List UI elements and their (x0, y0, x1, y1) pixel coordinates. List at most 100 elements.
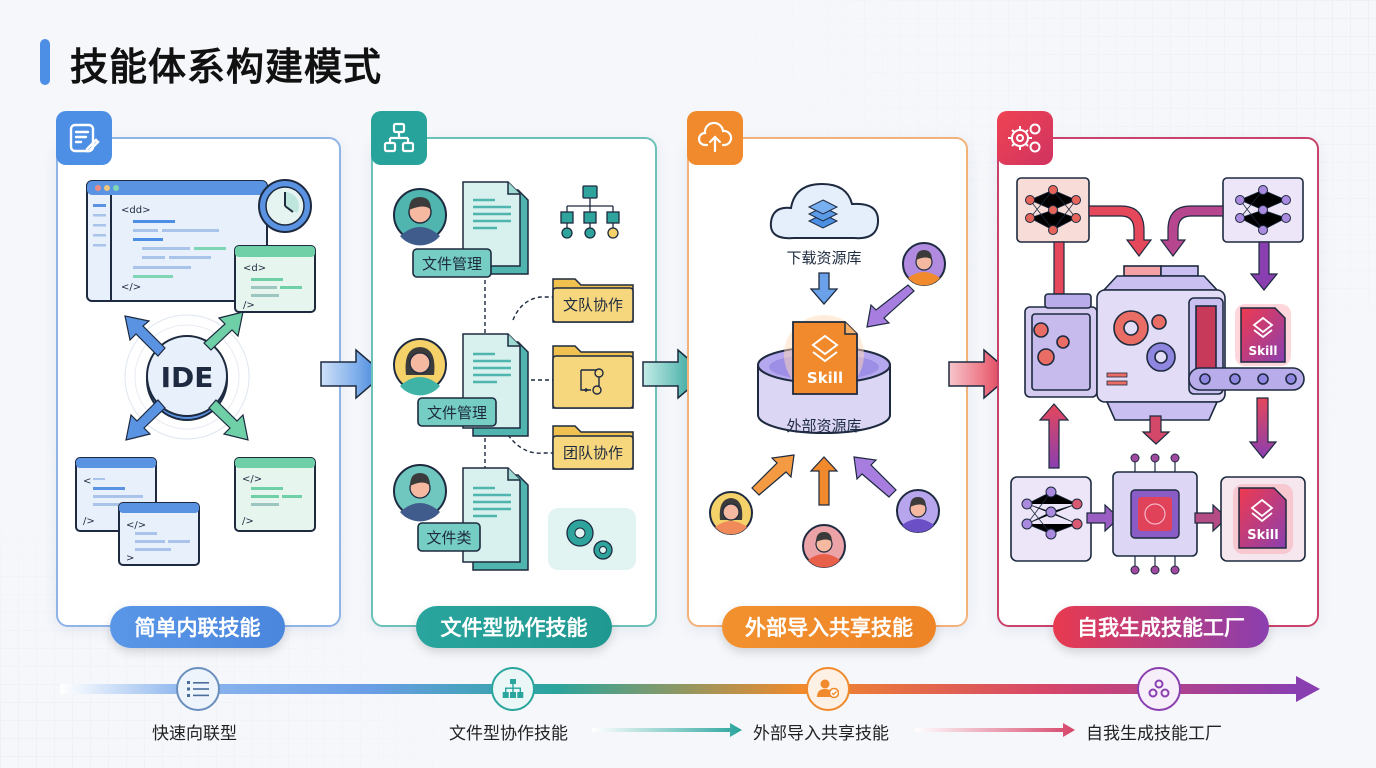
panel-label-external: 外部导入共享技能 (722, 606, 936, 648)
timeline-connector-arrow-1 (592, 723, 742, 737)
skill-label-top: Skill (1249, 344, 1278, 358)
panel-badge-external (687, 111, 743, 165)
doc-tag-3: 文件类 (417, 522, 481, 552)
ide-hub: IDE (124, 314, 250, 440)
side-code-window: <d> /> (234, 245, 316, 313)
progress-timeline (60, 676, 1320, 702)
avatar-female (393, 338, 447, 396)
external-illustration: 下载资源库 Skill 外部资源库 (709, 182, 946, 568)
timeline-node-3[interactable] (806, 667, 850, 711)
document-3 (462, 467, 529, 571)
skill-file-orange: Skill (784, 315, 864, 395)
folder-tag-2-label: 团队协作 (563, 444, 623, 462)
repo-label: 外部资源库 (786, 417, 861, 435)
doc-tag-2: 文件管理 (417, 397, 497, 427)
folder-tag-2: 团队协作 (552, 425, 634, 470)
arrow-up-right (203, 311, 244, 351)
arrow-down-right (208, 399, 249, 441)
folder-workflow (552, 345, 634, 409)
arrow-right-2 (1194, 503, 1228, 533)
timeline-node-4[interactable] (1137, 667, 1181, 711)
gears-icon (1148, 679, 1170, 698)
arrow-curve-purple (1159, 205, 1224, 257)
panel-label-factory: 自我生成技能工厂 (1053, 606, 1269, 648)
panel-badge-file (371, 111, 427, 165)
arrow-down-purple (1249, 241, 1279, 291)
ai-chip (1112, 453, 1198, 575)
avatar-female-yellow (709, 491, 753, 535)
arrow-up-right-purple (853, 456, 897, 498)
neural-network-purple (1222, 177, 1304, 243)
timeline-label-3: 外部导入共享技能 (753, 724, 889, 744)
hierarchy-icon (502, 679, 524, 698)
doc-tag-1-label: 文件管理 (422, 255, 482, 273)
timeline-node-1[interactable] (176, 667, 220, 711)
doc-tag-2-label: 文件管理 (427, 404, 487, 422)
skill-label-orange: Skill (807, 369, 843, 387)
avatar-male-purple (896, 489, 940, 533)
skill-file-top: Skill (1235, 304, 1291, 366)
timeline-label-4: 自我生成技能工厂 (1086, 724, 1222, 744)
timeline-connector-arrow-2 (915, 723, 1075, 737)
cloud-label: 下载资源库 (786, 249, 861, 267)
skill-label-bottom: Skill (1247, 528, 1278, 543)
neural-network-red (1016, 177, 1090, 243)
small2-close: > (126, 553, 134, 564)
avatar-male-1 (393, 188, 447, 246)
side-code-close: /> (243, 300, 255, 311)
users-icon (817, 679, 839, 699)
factory-illustration: Skill Skill (1010, 177, 1306, 575)
code-tag-close: </> (121, 282, 141, 293)
cloud-upload-icon (697, 121, 733, 153)
file-illustration: 文件管理 文队协作 文件管理 团队协作 (393, 181, 636, 571)
arrow-down-blue (809, 272, 839, 305)
arrow-up-left-orange (751, 454, 795, 496)
arrow-down-gradient (1141, 415, 1171, 445)
folder-tree-icon (383, 122, 415, 153)
avatar-male-2 (393, 464, 447, 522)
gears-icon (1008, 123, 1041, 153)
avatar-male-pink (802, 524, 846, 568)
avatar-purple-top (902, 242, 946, 286)
doc-tag-3-label: 文件类 (426, 529, 471, 547)
arrow-right-1 (1086, 503, 1120, 533)
ide-label: IDE (161, 361, 214, 394)
arrow-curve-red (1088, 205, 1153, 257)
gears-card (548, 508, 636, 570)
small1-open: < (83, 476, 91, 487)
panel-label-inline: 简单内联技能 (110, 606, 285, 648)
code-editor-window: <dd> </> (86, 180, 268, 302)
clock-icon (258, 179, 312, 233)
timeline-label-1: 快速向联型 (152, 724, 237, 744)
factory-machine (1024, 265, 1305, 421)
page-title: 技能体系构建模式 (70, 45, 383, 89)
small-code-window-2: </> > (118, 502, 200, 566)
side-code-open: <d> (243, 263, 266, 274)
title-accent-bar (40, 39, 50, 85)
arrow-down-left (125, 399, 166, 441)
list-icon (187, 681, 209, 697)
inline-illustration: <dd> </> <d> /> IDE < /> (75, 179, 316, 566)
small1-close: /> (83, 516, 95, 527)
skill-file-bottom: Skill (1220, 476, 1306, 562)
small-code-window-3: </> /> (234, 457, 316, 532)
flow-arrow-1 (320, 348, 386, 400)
document-edit-icon (69, 123, 100, 153)
cloud-icon (769, 182, 880, 240)
arrow-up-orange (809, 456, 839, 506)
neural-network-bottom (1010, 476, 1092, 562)
arrow-diag-purple (866, 284, 915, 328)
arrow-up-left (124, 315, 166, 357)
panel-badge-factory (997, 111, 1053, 165)
timeline-label-2: 文件型协作技能 (449, 724, 568, 744)
pipe-red (1053, 241, 1065, 295)
folder-tag-1-label: 文队协作 (563, 296, 623, 314)
panel-badge-inline (56, 111, 112, 165)
ide-arrows (124, 311, 249, 441)
small3-open: </> (242, 474, 262, 485)
small3-close: /> (242, 516, 254, 527)
arrow-up-gradient (1038, 403, 1070, 469)
code-tag-open: <dd> (121, 205, 150, 216)
timeline-node-2[interactable] (491, 667, 535, 711)
doc-tag-1: 文件管理 (412, 248, 492, 278)
